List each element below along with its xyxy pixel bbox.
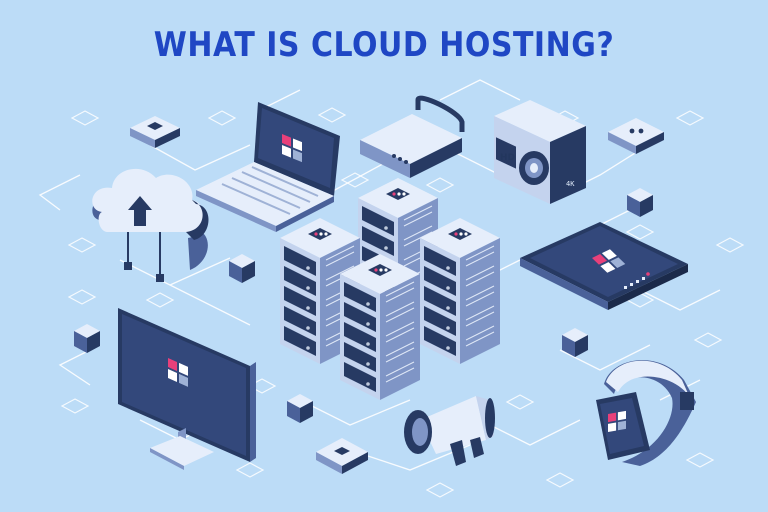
laptop bbox=[196, 102, 340, 232]
page-title: WHAT IS CLOUD HOSTING? bbox=[153, 25, 615, 66]
megaphone bbox=[404, 396, 495, 466]
cube bbox=[287, 394, 313, 423]
cube bbox=[229, 254, 255, 283]
cloud-upload-icon bbox=[92, 168, 209, 282]
smartwatch bbox=[596, 360, 696, 466]
monitor bbox=[118, 308, 256, 470]
router bbox=[360, 95, 465, 178]
cube bbox=[74, 324, 100, 353]
smartphone bbox=[520, 222, 688, 310]
cube bbox=[627, 188, 653, 217]
camera-4k-label: 4K bbox=[566, 180, 575, 188]
usb-hub-top-left bbox=[130, 116, 180, 148]
usb-hub-bottom bbox=[316, 438, 368, 474]
action-camera: HD 4K bbox=[494, 100, 586, 204]
usb-hub-top-right bbox=[608, 118, 664, 154]
camera-hd-label: HD bbox=[500, 153, 515, 163]
